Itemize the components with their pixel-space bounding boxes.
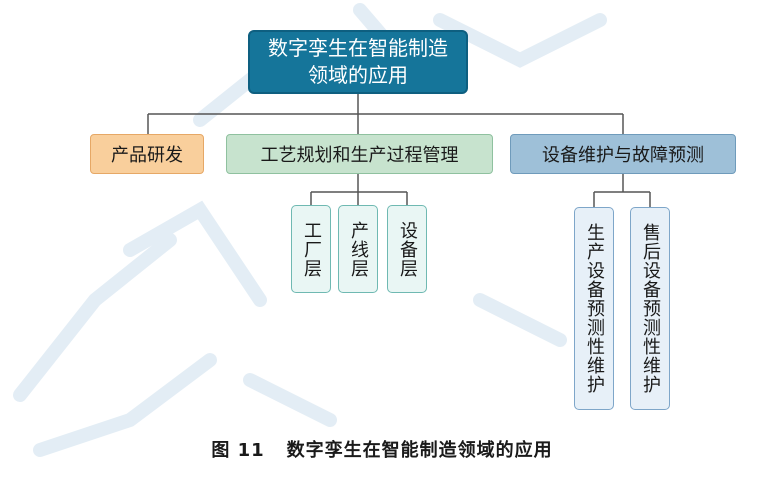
node-aftersales-maintenance: 售后设备预测性维护 xyxy=(630,207,670,410)
figure-title: 数字孪生在智能制造领域的应用 xyxy=(286,440,553,461)
root-node: 数字孪生在智能制造 领域的应用 xyxy=(248,30,468,94)
node-factory-layer: 工厂层 xyxy=(291,205,331,293)
branch-product-rd: 产品研发 xyxy=(90,134,204,174)
figure-number: 图 11 xyxy=(211,440,265,461)
node-equipment-layer: 设备层 xyxy=(387,205,427,293)
node-production-maintenance: 生产设备预测性维护 xyxy=(574,207,614,410)
root-label-line1: 数字孪生在智能制造 xyxy=(268,36,448,60)
figure-caption: 图 11 数字孪生在智能制造领域的应用 xyxy=(0,436,764,462)
root-label-line2: 领域的应用 xyxy=(308,63,408,87)
branch-process-planning: 工艺规划和生产过程管理 xyxy=(226,134,493,174)
branch-maintenance: 设备维护与故障预测 xyxy=(510,134,736,174)
node-line-layer: 产线层 xyxy=(338,205,378,293)
